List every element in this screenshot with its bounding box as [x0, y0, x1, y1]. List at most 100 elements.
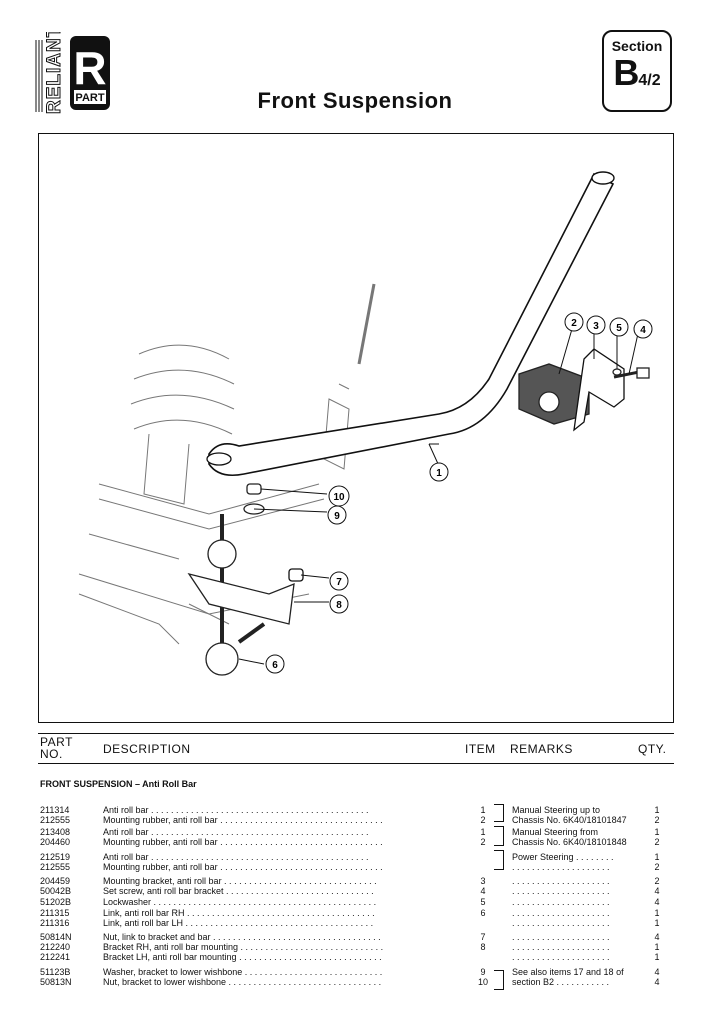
callout-9: 9	[327, 505, 347, 525]
description-cell: Mounting bracket, anti roll bar . . . . …	[103, 876, 377, 886]
qty-cell: 1	[654, 827, 660, 837]
description-cell: Bracket RH, anti roll bar mounting . . .…	[103, 942, 384, 952]
remarks-cell: . . . . . . . . . . . . . . . . . . . .	[512, 876, 610, 886]
page-title: Front Suspension	[257, 88, 453, 113]
qty-cell: 1	[654, 852, 660, 862]
remarks-cell: section B2 . . . . . . . . . . .	[512, 977, 610, 987]
item-cell: 6	[480, 908, 486, 918]
header-description: DESCRIPTION	[103, 742, 191, 756]
section-code-main: B	[613, 52, 639, 93]
qty-cell: 4	[654, 967, 660, 977]
remarks-cell: Power Steering . . . . . . . .	[512, 852, 614, 862]
header-qty: QTY.	[638, 742, 667, 756]
section-code: B4/2	[604, 55, 670, 98]
section-box: Section B4/2	[602, 30, 672, 112]
description-cell: Mounting rubber, anti roll bar . . . . .…	[103, 815, 383, 825]
remarks-cell: Chassis No. 6K40/18101848	[512, 837, 627, 847]
callout-5-label: 5	[616, 323, 622, 334]
description-cell: Nut, link to bracket and bar . . . . . .…	[103, 932, 381, 942]
qty-cell: 2	[654, 862, 660, 872]
qty-cell: 1	[654, 942, 660, 952]
callout-7-label: 7	[336, 577, 342, 588]
part-no-cell: 204459	[40, 876, 71, 886]
callout-9-label: 9	[334, 511, 340, 522]
table-rule-mid	[38, 763, 674, 764]
remarks-cell: . . . . . . . . . . . . . . . . . . . .	[512, 942, 610, 952]
remark-bracket	[494, 826, 504, 846]
part-no-cell: 50814N	[40, 932, 72, 942]
table-row: 211315 Link, anti roll bar RH . . . . . .…	[0, 908, 705, 918]
remarks-cell: . . . . . . . . . . . . . . . . . . . .	[512, 918, 610, 928]
description-cell: Mounting rubber, anti roll bar . . . . .…	[103, 837, 383, 847]
remarks-cell: . . . . . . . . . . . . . . . . . . . .	[512, 952, 610, 962]
diagram-svg: 1 2 3 5 4 10 9 7 8 6	[78, 171, 653, 676]
description-cell: Set screw, anti roll bar bracket . . . .…	[103, 886, 374, 896]
header-part-no: PART NO.	[40, 735, 73, 761]
item-cell: 9	[480, 967, 486, 977]
qty-cell: 2	[654, 815, 660, 825]
remarks-cell: . . . . . . . . . . . . . . . . . . . .	[512, 908, 610, 918]
qty-cell: 2	[654, 876, 660, 886]
qty-cell: 1	[654, 918, 660, 928]
callout-7: 7	[329, 571, 349, 591]
qty-cell: 4	[654, 932, 660, 942]
logo-brand-text: RELIANT	[44, 32, 65, 114]
remark-bracket	[494, 804, 504, 822]
table-row: 50814N Nut, link to bracket and bar . . .…	[0, 932, 705, 942]
diagram-leaders	[238, 321, 640, 665]
remarks-cell: Manual Steering from	[512, 827, 599, 837]
group-title: FRONT SUSPENSION – Anti Roll Bar	[40, 779, 197, 789]
header-item: ITEM	[465, 742, 496, 756]
callout-6-label: 6	[272, 660, 278, 671]
logo-sub: PART	[75, 92, 104, 104]
callout-4-label: 4	[640, 325, 646, 336]
description-cell: Link, anti roll bar RH . . . . . . . . .…	[103, 908, 375, 918]
description-cell: Link, anti roll bar LH . . . . . . . . .…	[103, 918, 374, 928]
qty-cell: 4	[654, 886, 660, 896]
remarks-cell: See also items 17 and 18 of	[512, 967, 624, 977]
part-no-cell: 212555	[40, 862, 71, 872]
callout-5: 5	[609, 317, 629, 337]
logo-letter: R	[73, 42, 106, 94]
qty-cell: 4	[654, 977, 660, 987]
description-cell: Anti roll bar . . . . . . . . . . . . . …	[103, 827, 369, 837]
item-cell: 4	[480, 886, 486, 896]
table-rule-top	[38, 733, 674, 734]
part-no-cell: 212519	[40, 852, 71, 862]
callout-8: 8	[329, 594, 349, 614]
callout-6: 6	[265, 654, 285, 674]
part-no-cell: 51123B	[40, 967, 71, 977]
part-no-cell: 50042B	[40, 886, 72, 896]
section-code-sub: 4/2	[638, 72, 661, 89]
diagram-linework	[78, 171, 650, 676]
section-label: Section	[611, 38, 663, 54]
remarks-cell: . . . . . . . . . . . . . . . . . . . .	[512, 862, 610, 872]
part-no-cell: 212240	[40, 942, 71, 952]
table-row: 213408 Anti roll bar . . . . . . . . . . …	[0, 827, 705, 837]
description-cell: Nut, bracket to lower wishbone . . . . .…	[103, 977, 382, 987]
table-row: 212555 Mounting rubber, anti roll bar . .…	[0, 815, 705, 825]
item-cell: 8	[480, 942, 486, 952]
callout-1-label: 1	[436, 468, 442, 479]
part-no-cell: 212241	[40, 952, 71, 962]
qty-cell: 2	[654, 837, 660, 847]
callout-2: 2	[564, 312, 584, 332]
item-cell: 10	[477, 977, 488, 987]
exploded-diagram: 1 2 3 5 4 10 9 7 8 6	[38, 133, 674, 723]
item-cell: 2	[480, 837, 486, 847]
table-row: 204459 Mounting bracket, anti roll bar . …	[0, 876, 705, 886]
callout-3: 3	[586, 315, 606, 335]
part-no-cell: 213408	[40, 827, 71, 837]
remark-bracket	[494, 850, 504, 870]
table-row: 212240 Bracket RH, anti roll bar mounting…	[0, 942, 705, 952]
qty-cell: 4	[654, 897, 660, 907]
callout-4: 4	[633, 319, 653, 339]
remarks-cell: Chassis No. 6K40/18101847	[512, 815, 627, 825]
part-no-cell: 212555	[40, 815, 71, 825]
part-no-cell: 211315	[40, 908, 70, 918]
description-cell: Bracket LH, anti roll bar mounting . . .…	[103, 952, 382, 962]
